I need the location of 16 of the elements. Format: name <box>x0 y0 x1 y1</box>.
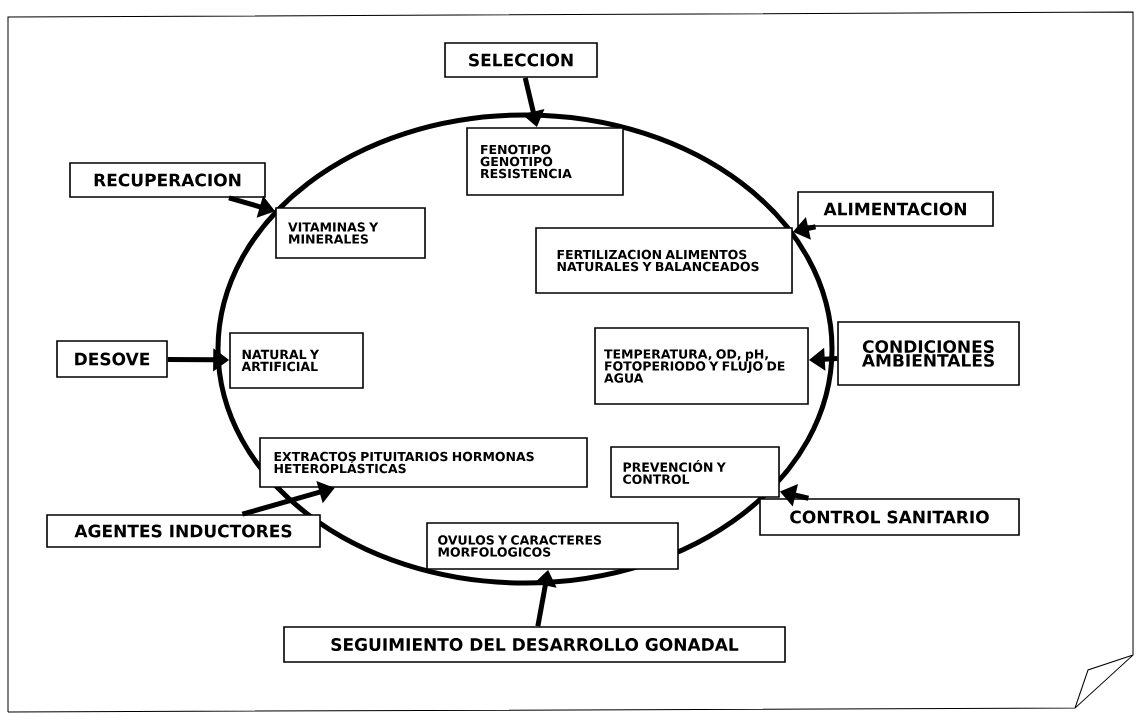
stage-box: PREVENCIÓN Y CONTROL <box>610 446 780 498</box>
factor-box: RECUPERACION <box>69 162 266 198</box>
stage-box: FERTILIZACION ALIMENTOS NATURALES Y BALANCEADOS <box>535 227 793 294</box>
stage-box: NATURAL Y ARTIFICIAL <box>229 332 364 389</box>
factor-box: CONTROL SANITARIO <box>759 498 1020 536</box>
stage-box: OVULOS Y CARACTERES MORFOLOGICOS <box>426 522 679 570</box>
stage-box: FENOTIPO GENOTIPO RESISTENCIA <box>466 127 624 196</box>
factor-box: ALIMENTACION <box>797 191 994 227</box>
factor-box: SEGUIMIENTO DEL DESARROLLO GONADAL <box>283 626 786 663</box>
factor-box: AGENTES INDUCTORES <box>46 514 321 548</box>
factor-box: SELECCION <box>444 42 598 78</box>
factor-box: DESOVE <box>56 340 168 378</box>
stage-box: EXTRACTOS PITUITARIOS HORMONAS HETEROPLÁSTICAS <box>259 437 588 488</box>
factor-box: CONDICIONES AMBIENTALES <box>837 321 1020 386</box>
stage-box: VITAMINAS Y MINERALES <box>275 207 426 259</box>
stage-box: TEMPERATURA, OD, pH, FOTOPERIODO Y FLUJO DE AGUA <box>594 327 809 405</box>
